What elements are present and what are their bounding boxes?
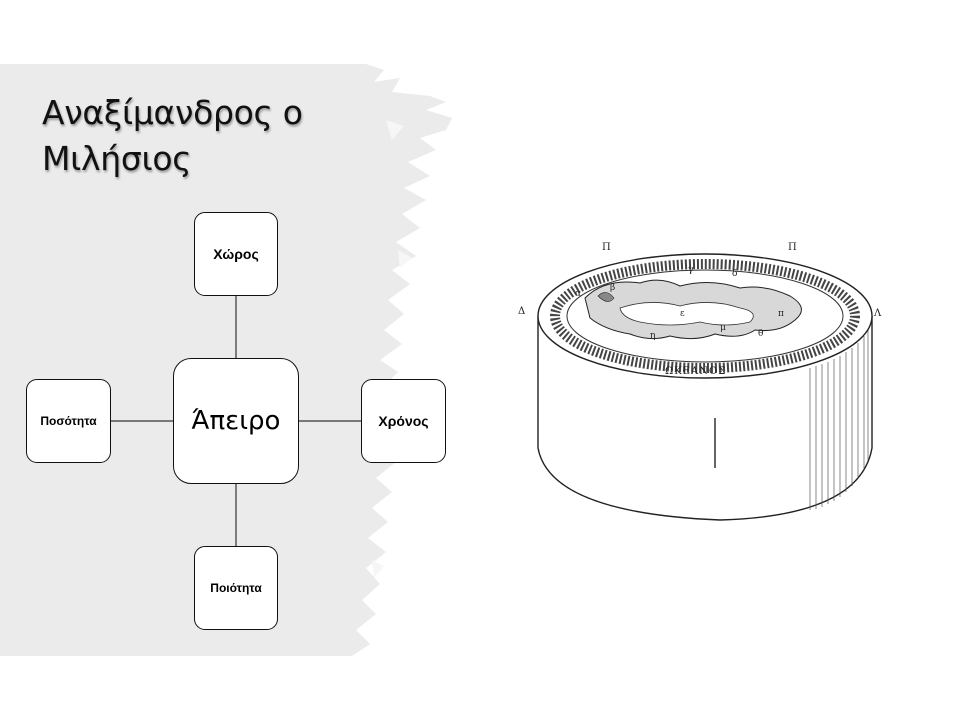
title-line-1: Αναξίμανδρος ο <box>42 93 303 132</box>
svg-text:β: β <box>610 283 615 293</box>
node-apeiron-label: Άπειρο <box>191 406 281 436</box>
svg-text:α: α <box>575 289 581 299</box>
label-right: Λ <box>874 308 882 319</box>
node-quality-label: Ποιότητα <box>210 581 262 595</box>
node-space: Χώρος <box>194 212 278 296</box>
svg-text:η: η <box>650 331 655 341</box>
node-quantity-label: Ποσότητα <box>40 414 97 428</box>
cylinder-earth-drawing: β γ δ ε η θ π α μ ΩΚΕΑΝΟΣ <box>537 253 873 521</box>
title-line-2: Μιλήσιος <box>42 139 192 178</box>
node-space-label: Χώρος <box>213 246 259 262</box>
label-top-left: Π <box>602 242 611 253</box>
svg-text:δ: δ <box>732 269 737 279</box>
rim-text: ΩΚΕΑΝΟΣ <box>665 366 726 377</box>
node-time: Χρόνος <box>361 379 446 463</box>
svg-text:μ: μ <box>720 323 726 333</box>
svg-text:θ: θ <box>758 329 763 339</box>
svg-text:γ: γ <box>688 265 693 275</box>
node-time-label: Χρόνος <box>378 413 429 429</box>
node-quantity: Ποσότητα <box>26 379 111 463</box>
svg-text:ε: ε <box>680 309 685 319</box>
page-title: Αναξίμανδρος ο Μιλήσιος <box>42 90 362 182</box>
label-left: Δ <box>518 306 526 317</box>
label-top-right: Π <box>788 242 797 253</box>
cylinder-earth-illustration: β γ δ ε η θ π α μ ΩΚΕΑΝΟΣ Π Π Δ Λ <box>510 238 890 523</box>
node-quality: Ποιότητα <box>194 546 278 630</box>
node-apeiron: Άπειρο <box>173 358 299 484</box>
svg-text:π: π <box>778 309 784 319</box>
